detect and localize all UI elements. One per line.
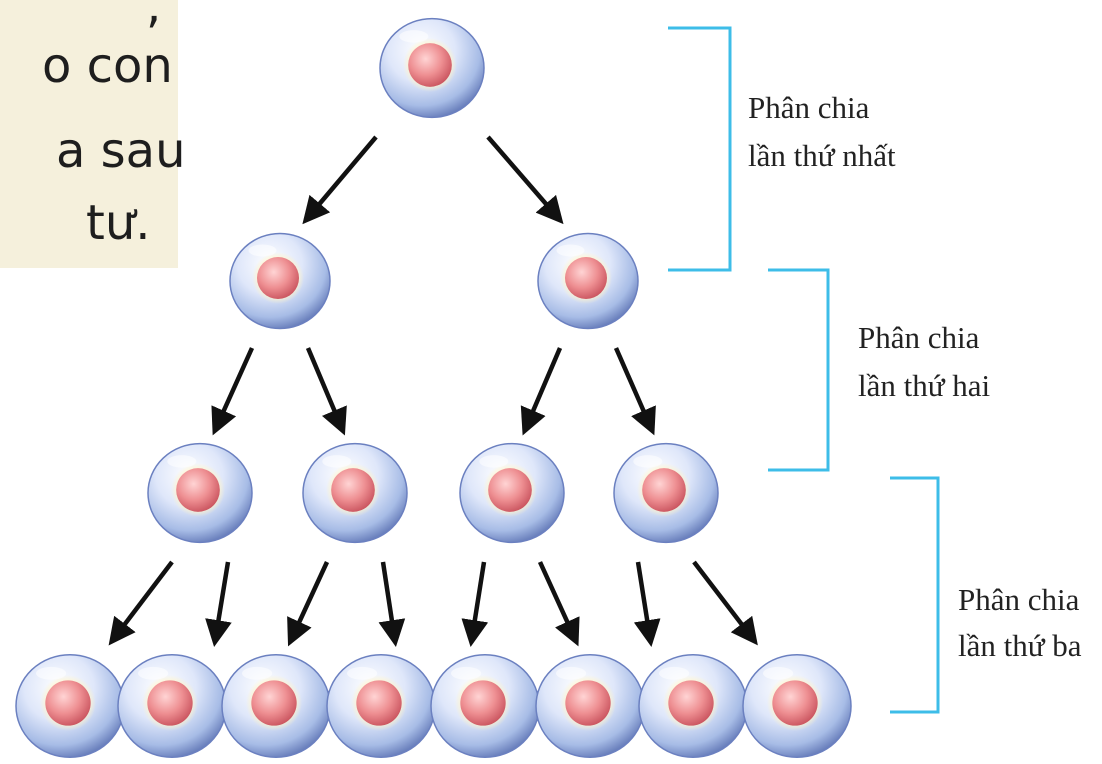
label-second-division-line1: Phân chia: [858, 320, 980, 355]
cell-gen4-2: [118, 655, 226, 758]
cell-nucleus: [772, 680, 817, 725]
cell-gen2-2: [538, 234, 638, 329]
bracket-first-division: [668, 28, 730, 270]
cell-nucleus: [668, 680, 713, 725]
cell-gen4-1: [16, 655, 124, 758]
cells-group: [16, 19, 851, 758]
cell-gen3-4: [614, 444, 718, 543]
label-third-division-line2: lần thứ ba: [958, 628, 1082, 663]
cell-gen4-6: [536, 655, 644, 758]
arrow-gen1-p1-c2: [488, 137, 558, 218]
cell-highlight: [36, 667, 66, 680]
cell-highlight: [138, 667, 168, 680]
label-first-division-line2: lần thứ nhất: [748, 138, 896, 173]
cell-nucleus: [565, 680, 610, 725]
cell-gen4-3: [222, 655, 330, 758]
bracket-third-division: [890, 478, 938, 712]
arrow-gen3-p3-c1: [472, 562, 484, 639]
cell-nucleus: [251, 680, 296, 725]
label-second-division-line2: lần thứ hai: [858, 368, 991, 403]
label-third-division-line1: Phân chia: [958, 582, 1080, 617]
cell-highlight: [556, 667, 586, 680]
arrow-gen3-p4-c2: [694, 562, 753, 639]
label-first-division-line1: Phân chia: [748, 90, 870, 125]
cell-gen3-2: [303, 444, 407, 543]
cell-highlight: [347, 667, 377, 680]
arrow-gen3-p2-c1: [291, 562, 327, 639]
cell-gen1-1: [380, 19, 484, 118]
cell-nucleus: [331, 468, 375, 512]
cell-nucleus: [257, 257, 299, 299]
cell-nucleus: [460, 680, 505, 725]
arrow-gen3-p2-c2: [383, 562, 395, 639]
arrow-gen3-p1-c2: [215, 562, 228, 639]
cell-gen4-8: [743, 655, 851, 758]
cell-nucleus: [356, 680, 401, 725]
cell-gen4-5: [431, 655, 539, 758]
cell-highlight: [633, 455, 662, 467]
cell-highlight: [763, 667, 793, 680]
cell-nucleus: [642, 468, 686, 512]
arrow-gen3-p3-c2: [540, 562, 575, 639]
cell-highlight: [451, 667, 481, 680]
bracket-second-division: [768, 270, 828, 470]
arrow-gen2-p2-c2: [616, 348, 651, 428]
cell-gen3-1: [148, 444, 252, 543]
cell-highlight: [659, 667, 689, 680]
cell-gen4-4: [327, 655, 435, 758]
cell-nucleus: [176, 468, 220, 512]
cell-highlight: [242, 667, 272, 680]
cell-nucleus: [488, 468, 532, 512]
cell-nucleus: [565, 257, 607, 299]
arrows-group: [114, 137, 753, 639]
cell-highlight: [399, 30, 428, 42]
arrow-gen2-p1-c2: [308, 348, 342, 428]
cell-highlight: [479, 455, 508, 467]
cell-highlight: [249, 245, 277, 257]
cell-gen3-3: [460, 444, 564, 543]
arrow-gen2-p2-c1: [526, 348, 560, 428]
cell-highlight: [167, 455, 196, 467]
cell-nucleus: [408, 43, 452, 87]
cell-nucleus: [147, 680, 192, 725]
cell-highlight: [322, 455, 351, 467]
arrow-gen1-p1-c1: [308, 137, 376, 218]
arrow-gen3-p1-c1: [114, 562, 173, 639]
cell-gen2-1: [230, 234, 330, 329]
arrow-gen2-p1-c1: [216, 348, 252, 428]
arrow-gen3-p4-c1: [638, 562, 650, 639]
cell-highlight: [557, 245, 585, 257]
cell-gen4-7: [639, 655, 747, 758]
cell-nucleus: [45, 680, 90, 725]
